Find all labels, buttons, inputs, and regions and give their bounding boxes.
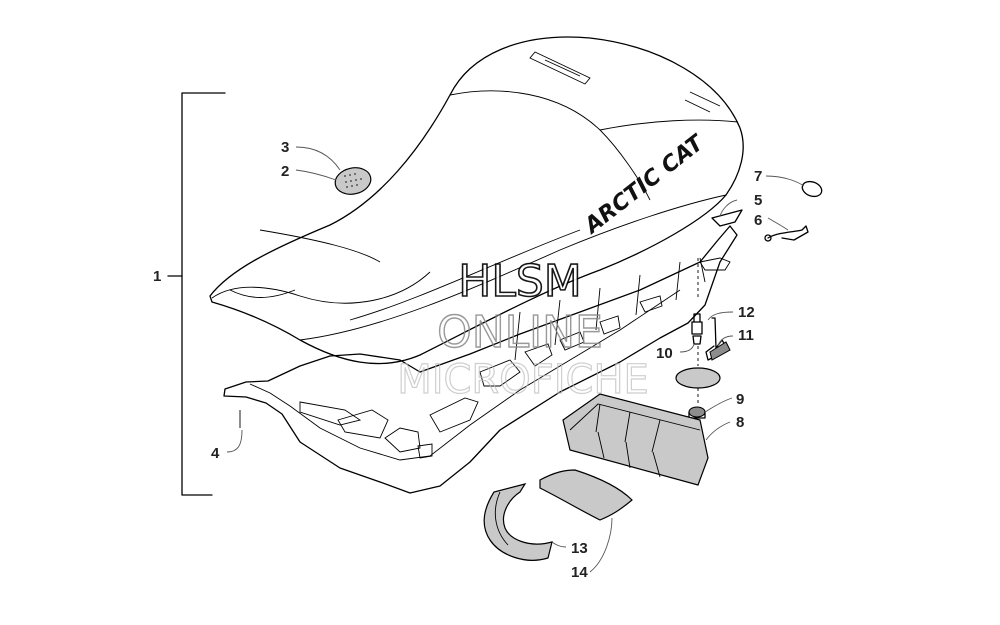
curved-shield [539, 469, 633, 521]
assembly-bracket [167, 92, 226, 496]
seat-patch [334, 167, 372, 195]
callout-14: 14 [571, 564, 588, 581]
hardware-stack [675, 258, 731, 419]
callout-labels: 1 3 2 4 7 5 6 12 11 10 9 8 13 14 [153, 139, 762, 581]
wire-clip [764, 225, 809, 242]
strap [483, 483, 553, 561]
seat-cushion [209, 36, 744, 365]
callout-3: 3 [281, 139, 289, 156]
callout-13: 13 [571, 540, 588, 557]
callout-6: 6 [754, 212, 762, 229]
leader-lines [226, 146, 805, 573]
callout-8: 8 [736, 414, 744, 431]
rear-bracket [711, 209, 743, 227]
ring-clip [801, 180, 823, 198]
watermark-line-3: MICROFICHE [397, 357, 649, 403]
callout-5: 5 [754, 192, 762, 209]
seat-base [223, 225, 738, 494]
seat-decal-text: ARCTIC CAT [579, 130, 710, 240]
watermark-line-2: ONLINE [437, 307, 603, 358]
foam-block [562, 393, 709, 486]
watermark-line-1: HLSM [458, 256, 582, 307]
callout-4: 4 [211, 445, 220, 462]
watermark: HLSM ONLINE MICROFICHE [397, 255, 650, 403]
callout-10: 10 [656, 345, 673, 362]
callout-2: 2 [281, 163, 289, 180]
callout-11: 11 [738, 327, 754, 344]
callout-12: 12 [738, 304, 755, 321]
callout-7: 7 [754, 168, 762, 185]
callout-1: 1 [153, 268, 161, 285]
callout-9: 9 [736, 391, 744, 408]
